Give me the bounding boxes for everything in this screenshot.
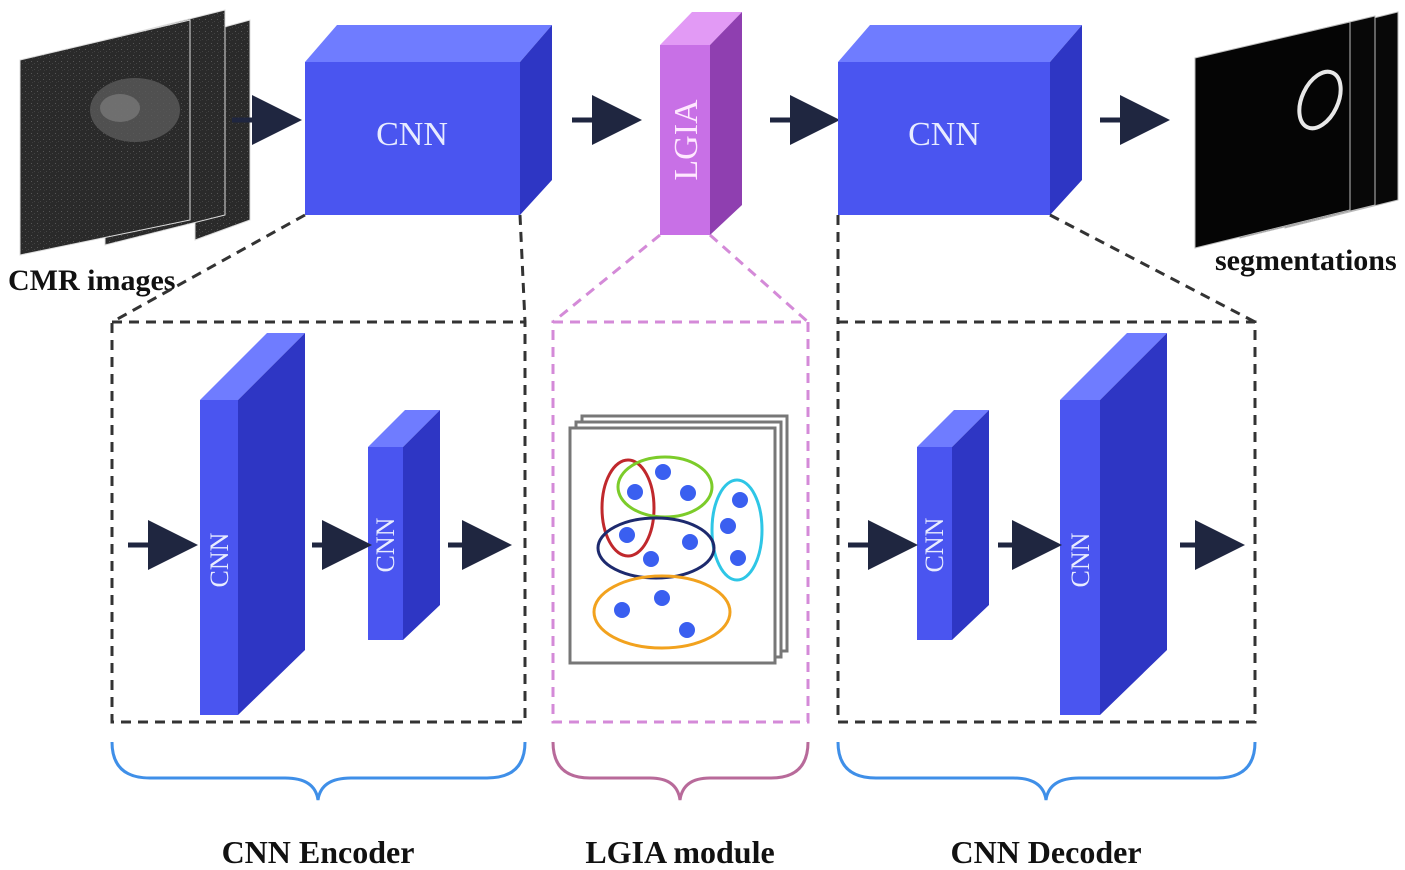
encoder-block-label: CNN: [376, 116, 448, 153]
encoder-layer-2: [368, 410, 440, 640]
encoder-layer-2-label: CNN: [371, 517, 400, 572]
input-label: CMR images: [8, 264, 175, 297]
output-label: segmentations: [1215, 244, 1397, 277]
decoder-layer-1: [917, 410, 989, 640]
graph-nodes: [614, 464, 748, 638]
lgia-block-label: LGIA: [668, 99, 705, 181]
encoder-brace: [110, 741, 527, 801]
graph-clusters: [592, 455, 764, 650]
lgia-block: [660, 12, 742, 235]
lgia-detail-panel: [551, 320, 810, 724]
decoder-layer-1-label: CNN: [920, 517, 949, 572]
decoder-block: [838, 25, 1082, 215]
decoder-label: CNN Decoder: [950, 834, 1141, 870]
decoder-detail-panel: [836, 320, 1257, 724]
decoder-brace: [836, 741, 1257, 801]
encoder-layer-1-label: CNN: [205, 532, 234, 587]
expansion-lines: [111, 213, 1256, 324]
decoder-block-label: CNN: [908, 116, 980, 153]
feature-map-stack: [568, 414, 789, 665]
lgia-module-label: LGIA module: [585, 834, 774, 870]
cmr-image-stack: [19, 9, 251, 256]
encoder-label: CNN Encoder: [222, 834, 415, 870]
encoder-layer-1: [200, 333, 305, 715]
decoder-layer-2-label: CNN: [1066, 532, 1095, 587]
lgia-brace: [551, 741, 810, 801]
decoder-layer-2: [1060, 333, 1167, 715]
segmentation-stack: [1194, 11, 1399, 249]
encoder-detail-panel: [110, 320, 527, 724]
encoder-block: [305, 25, 552, 215]
